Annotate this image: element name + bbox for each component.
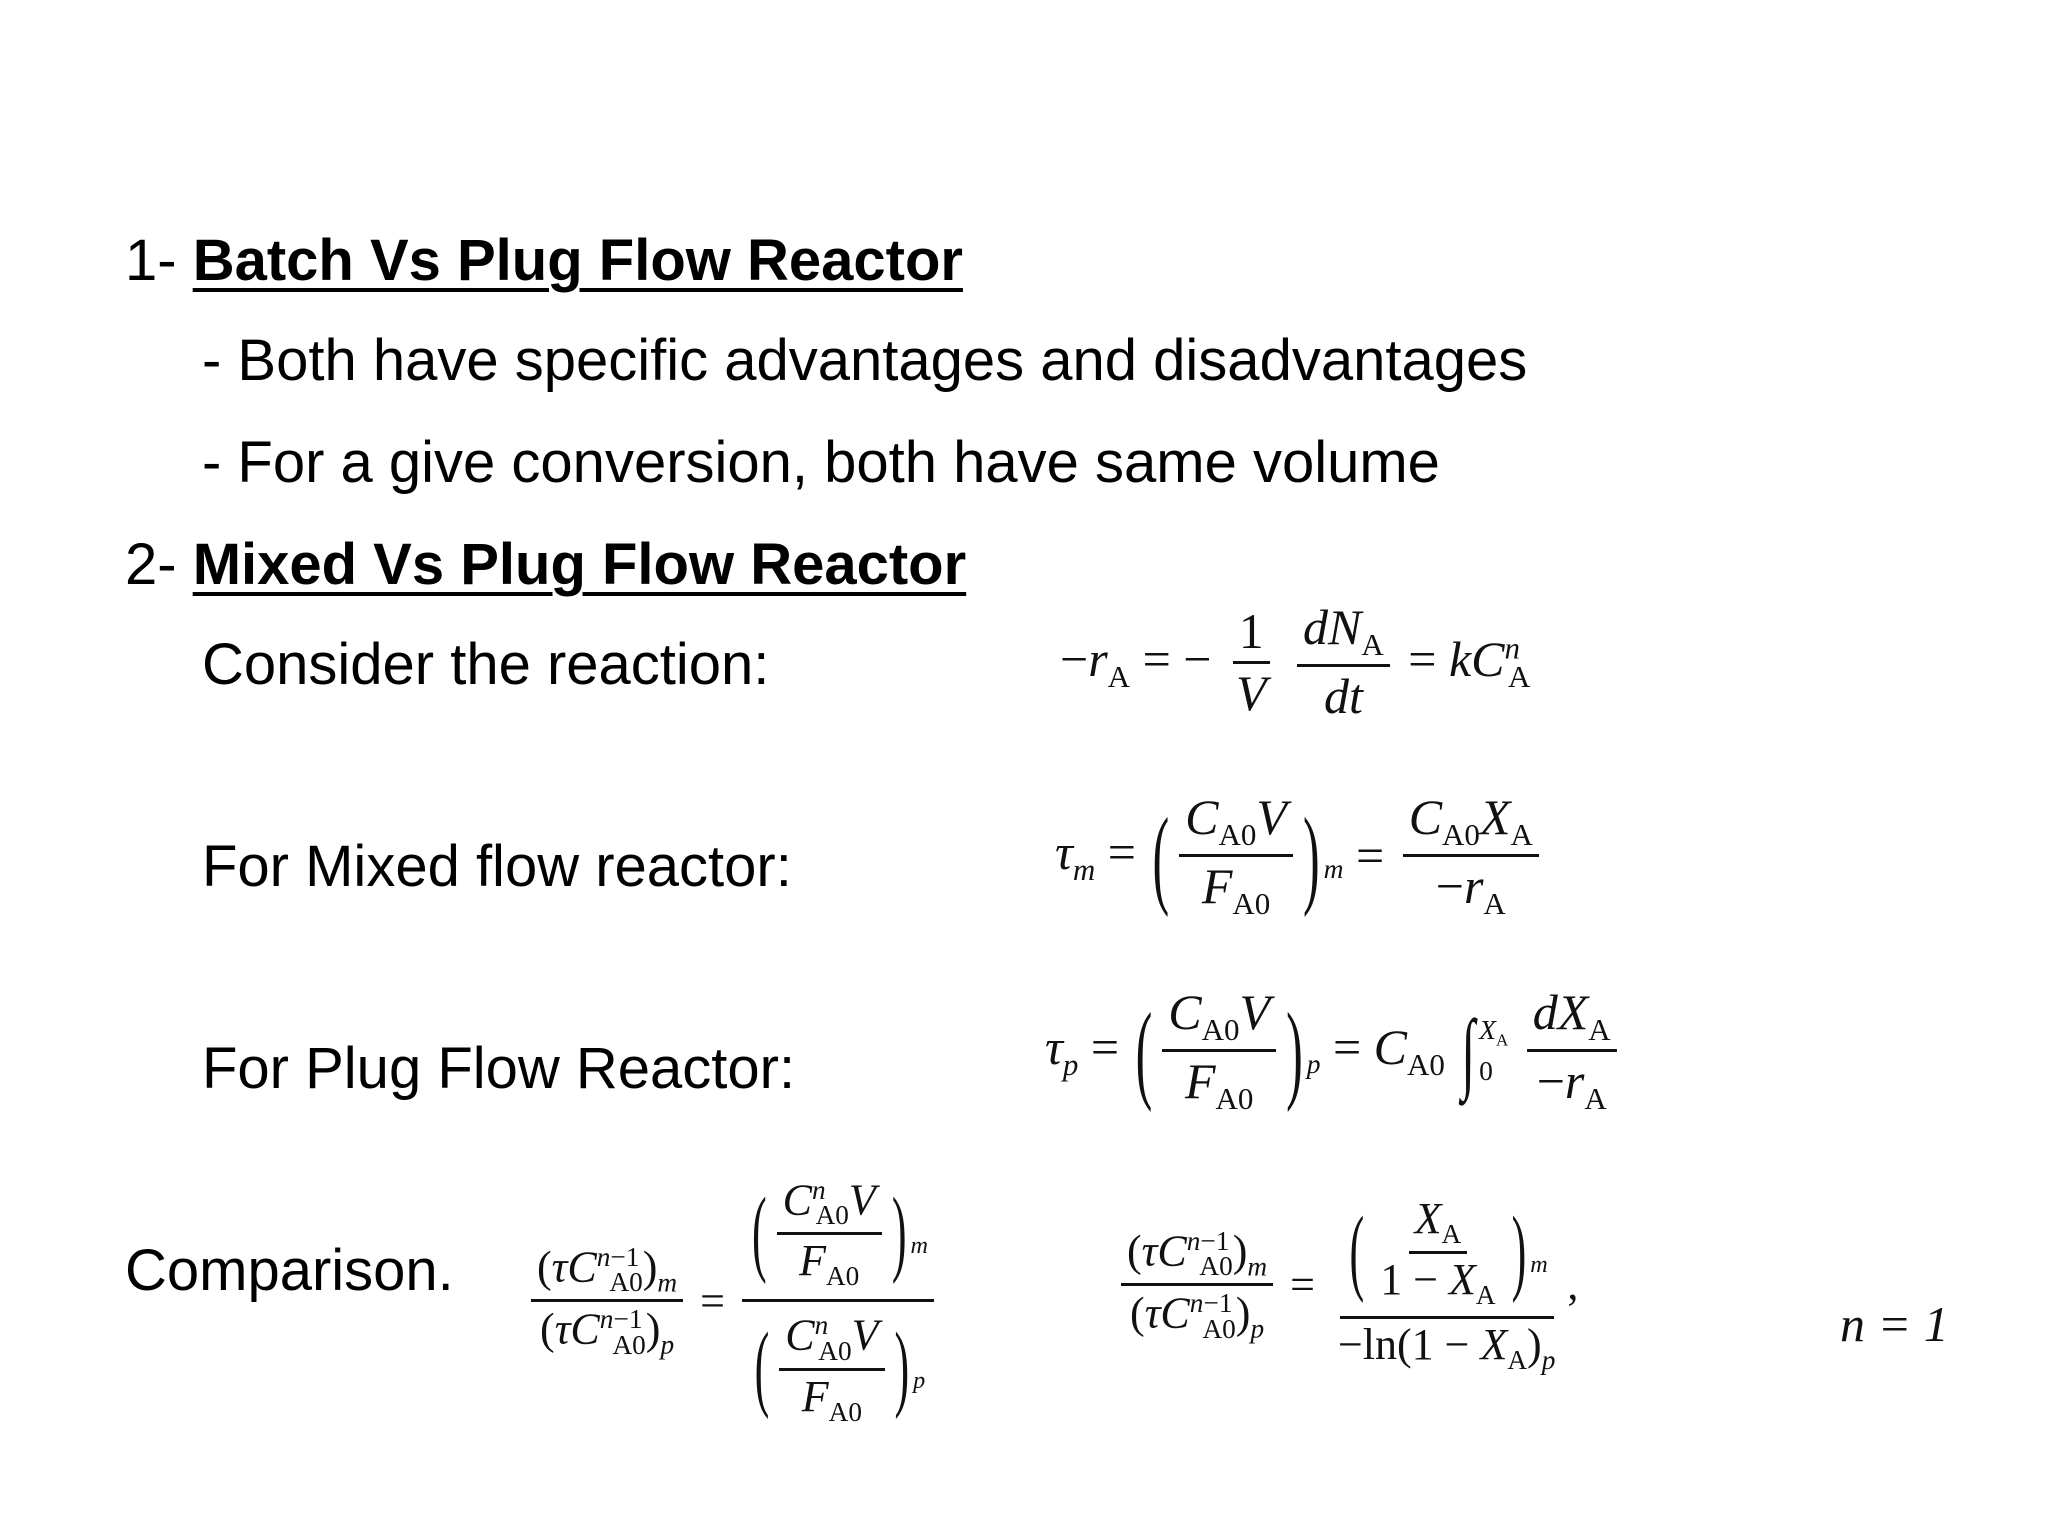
section2-heading-line: 2- Mixed Vs Plug Flow Reactor <box>125 530 966 600</box>
plug-flow-label: For Plug Flow Reactor: <box>202 1036 796 1101</box>
reaction-label: Consider the reaction: <box>202 632 770 697</box>
section2-number: 2- <box>125 532 193 597</box>
section1-bullet-2: - For a give conversion, both have same … <box>202 430 1440 495</box>
mixed-flow-label: For Mixed flow reactor: <box>202 834 792 899</box>
n-condition: n = 1 <box>1840 1296 1949 1352</box>
section2-title: Mixed Vs Plug Flow Reactor <box>192 532 967 597</box>
section1-title: Batch Vs Plug Flow Reactor <box>192 228 963 293</box>
section1-heading-line: 1- Batch Vs Plug Flow Reactor <box>125 226 963 296</box>
comparison-label: Comparison. <box>125 1238 454 1303</box>
section1-number: 1- <box>125 228 193 293</box>
section1-bullet-1: - Both have specific advantages and disa… <box>202 328 1528 393</box>
